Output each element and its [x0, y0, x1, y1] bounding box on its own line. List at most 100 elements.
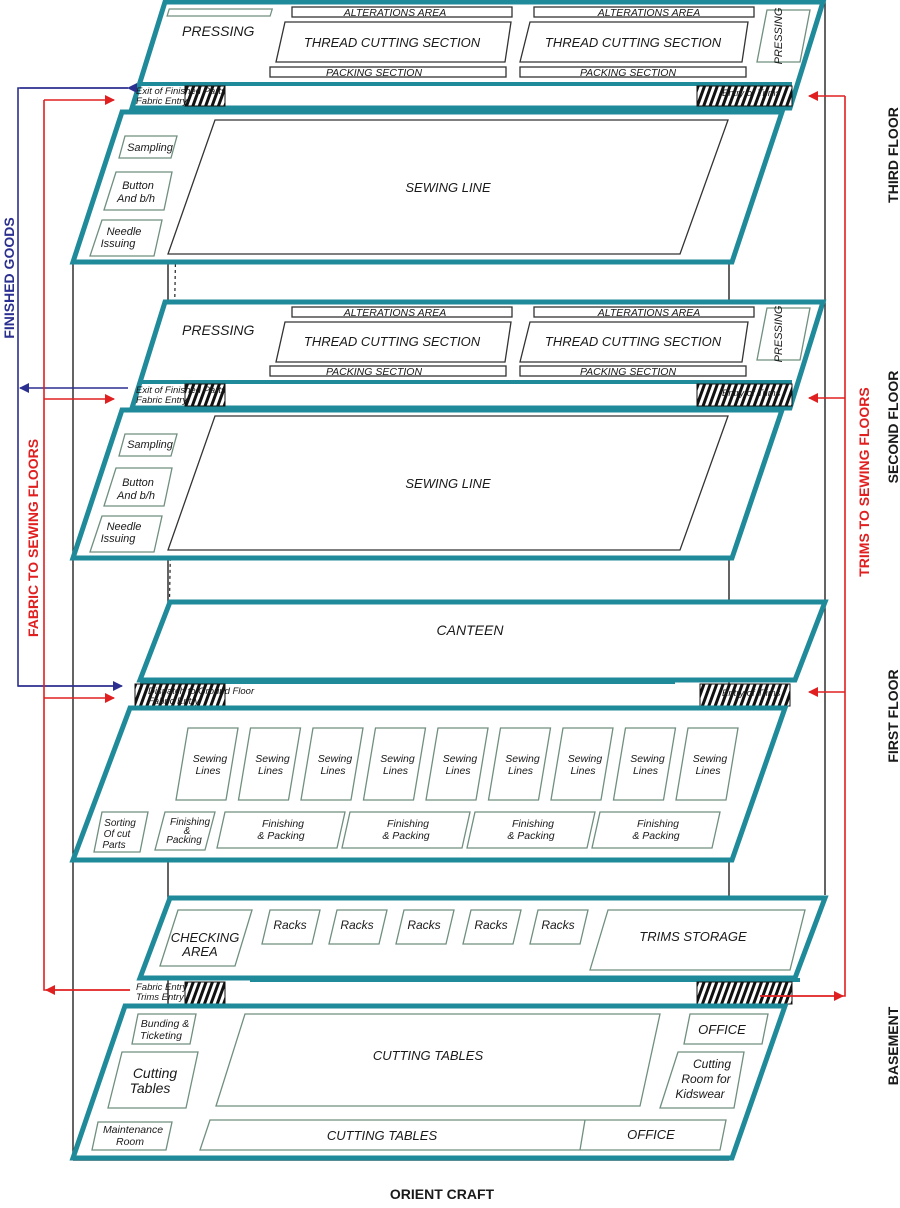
sewing-lines-label-2: Lines	[383, 765, 409, 777]
finished-goods-label: FINISHED GOODS	[1, 217, 17, 338]
sorting-label-2: Of cut	[104, 829, 132, 840]
button-label-3b: And b/h	[116, 193, 155, 205]
sewing-lines-label-1: Sewing	[505, 753, 540, 765]
stair-left-third	[184, 85, 226, 107]
cutting-small-room	[107, 1051, 199, 1109]
thread-cutting-section-2	[519, 21, 749, 63]
sewing-line-label-2: SEWING LINE	[405, 476, 491, 491]
racks-block	[462, 909, 522, 945]
sewing-lines-label-2: Lines	[195, 765, 221, 777]
thread-cutting-label-1: THREAD CUTTING SECTION	[304, 35, 481, 50]
racks-block	[328, 909, 388, 945]
finishing-small-label-2: &	[184, 826, 191, 837]
racks-label: Racks	[273, 918, 306, 932]
sewing-lines-label-2: Lines	[320, 765, 346, 777]
third-floor-finishing-slab: PRESSING ALTERATIONS AREA THREAD CUTTING…	[128, 0, 827, 111]
thread-cutting-section-1	[275, 21, 512, 63]
thread-cutting-2f-1	[275, 321, 512, 363]
packing-label-1: PACKING SECTION	[326, 67, 422, 79]
basement-label: BASEMENT	[885, 1006, 900, 1085]
packing-label-2: PACKING SECTION	[580, 67, 676, 79]
sewing-lines-bay	[675, 727, 739, 801]
kids-label-3: Kidswear	[675, 1087, 725, 1101]
dispatch-label: Dispatch to Ground Floor	[148, 686, 255, 697]
finishing-label-1: Finishing	[387, 818, 429, 830]
second-floor-sewing-slab: Sampling Button And b/h Needle Issuing S…	[69, 407, 786, 561]
finishing-packing-block	[466, 811, 596, 849]
sewing-line-label-3: SEWING LINE	[405, 180, 491, 195]
canteen-label: CANTEEN	[437, 622, 505, 638]
trims-flow	[760, 91, 846, 1001]
button-room-3	[103, 171, 173, 211]
packing-section-2	[519, 66, 747, 78]
sewing-lines-label-1: Sewing	[380, 753, 415, 765]
alterations-area-1	[291, 6, 513, 18]
exit-finished-label-third: Exit of Finished Parts	[136, 86, 226, 97]
sewing-lines-label-2: Lines	[570, 765, 596, 777]
checking-area	[159, 909, 253, 967]
alterations-label-2f-1: ALTERATIONS AREA	[343, 307, 447, 319]
canteen-slab: CANTEEN	[136, 599, 829, 683]
racks-block	[395, 909, 455, 945]
pressing-vertical-label-2f: PRESSING	[773, 305, 785, 362]
cutting-tables-lower-label: CUTTING TABLES	[327, 1128, 438, 1143]
sewing-lines-bay	[362, 727, 427, 801]
trims-entry-label-second: Entry of Trims	[722, 388, 781, 399]
sorting-label-3: Parts	[102, 840, 125, 851]
packing-section-1	[269, 66, 507, 78]
sewing-lines-bay	[300, 727, 364, 801]
finishing-label-1: Finishing	[637, 818, 679, 830]
maintenance-room	[91, 1121, 173, 1151]
finishing-small-room	[154, 811, 216, 851]
finishing-label-1: Finishing	[262, 818, 304, 830]
pressing-label-2f: PRESSING	[182, 322, 254, 338]
fabric-entry-label-third: Fabric Entry	[136, 96, 188, 107]
sewing-lines-label-2: Lines	[633, 765, 659, 777]
finishing-label-2: & Packing	[507, 830, 554, 842]
finishing-label-1: Finishing	[512, 818, 554, 830]
pressing-label: PRESSING	[182, 23, 254, 39]
finishing-label-2: & Packing	[382, 830, 429, 842]
trims-to-sewing-label: TRIMS TO SEWING FLOORS	[856, 387, 872, 577]
needle-label-2a: Needle	[107, 521, 142, 533]
second-floor-stair-band: Exit of Finished Parts Fabric Entry Entr…	[136, 380, 793, 407]
trims-entry-label-first: Entry of Trims	[722, 688, 781, 699]
alterations-label-2f-2: ALTERATIONS AREA	[597, 307, 701, 319]
finishing-small-label-3: Packing	[166, 835, 202, 846]
alterations-label-2: ALTERATIONS AREA	[597, 7, 701, 19]
sewing-lines-label-1: Sewing	[318, 753, 353, 765]
checking-label-2: AREA	[181, 944, 217, 959]
third-floor-stair-band: Exit of Finished Parts Fabric Entry Entr…	[136, 82, 793, 107]
sewing-lines-bay	[425, 727, 489, 801]
sewing-lines-label-2: Lines	[445, 765, 471, 777]
needle-label-2b: Issuing	[101, 533, 137, 545]
sewing-line-area-2	[167, 415, 729, 551]
thread-cutting-2f-2	[519, 321, 749, 363]
trims-storage	[589, 909, 806, 971]
first-floor-slab: SewingLinesSewingLinesSewingLinesSewingL…	[69, 705, 789, 863]
alterations-area-2f-1	[291, 306, 513, 318]
thread-cutting-label-2f-1: THREAD CUTTING SECTION	[304, 334, 481, 349]
stair-right-third	[696, 85, 793, 107]
maintenance-label-2: Room	[116, 1136, 144, 1148]
first-floor-label: FIRST FLOOR	[885, 669, 900, 762]
sewing-lines-bay	[487, 727, 552, 801]
trims-entry-label-third: Entry of Trims	[722, 88, 781, 99]
finishing-label-2: & Packing	[632, 830, 679, 842]
needle-label-3a: Needle	[107, 226, 142, 238]
sorting-label-1: Sorting	[104, 818, 136, 829]
kidswear-room	[659, 1051, 745, 1109]
sewing-lines-label-1: Sewing	[568, 753, 603, 765]
cutting-small-label-2: Tables	[130, 1080, 171, 1096]
cutting-tables-lower	[199, 1119, 727, 1151]
second-floor-label: SECOND FLOOR	[885, 371, 900, 484]
cutting-tables-area	[215, 1013, 661, 1107]
sewing-lines-bay	[237, 727, 302, 801]
exit-finished-label-second: Exit of Finished Parts	[136, 385, 226, 396]
bunding-room	[131, 1013, 197, 1045]
packing-2f-1	[269, 365, 507, 377]
fabric-entry-label-second: Fabric Entry	[136, 395, 188, 406]
sewing-lines-bay	[175, 727, 239, 801]
fabric-flow	[43, 95, 130, 995]
